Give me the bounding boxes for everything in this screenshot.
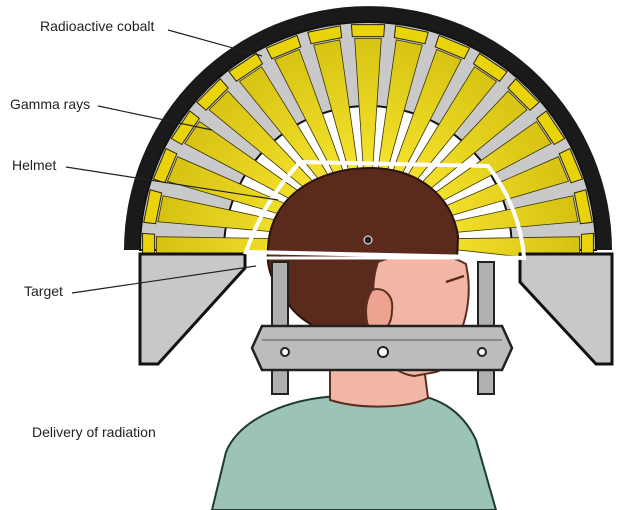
frame-screw [281, 348, 289, 356]
right-shield-block [520, 254, 612, 364]
cobalt-source-block [351, 25, 384, 37]
label-gamma-rays: Gamma rays [10, 96, 90, 112]
label-target: Target [24, 283, 63, 299]
label-radioactive-cobalt: Radioactive cobalt [40, 18, 154, 34]
frame-screw [378, 347, 388, 357]
caption: Delivery of radiation [32, 424, 156, 440]
patient-gown [212, 394, 496, 510]
target-point [364, 236, 372, 244]
label-helmet: Helmet [12, 157, 56, 173]
frame-screw [478, 348, 486, 356]
